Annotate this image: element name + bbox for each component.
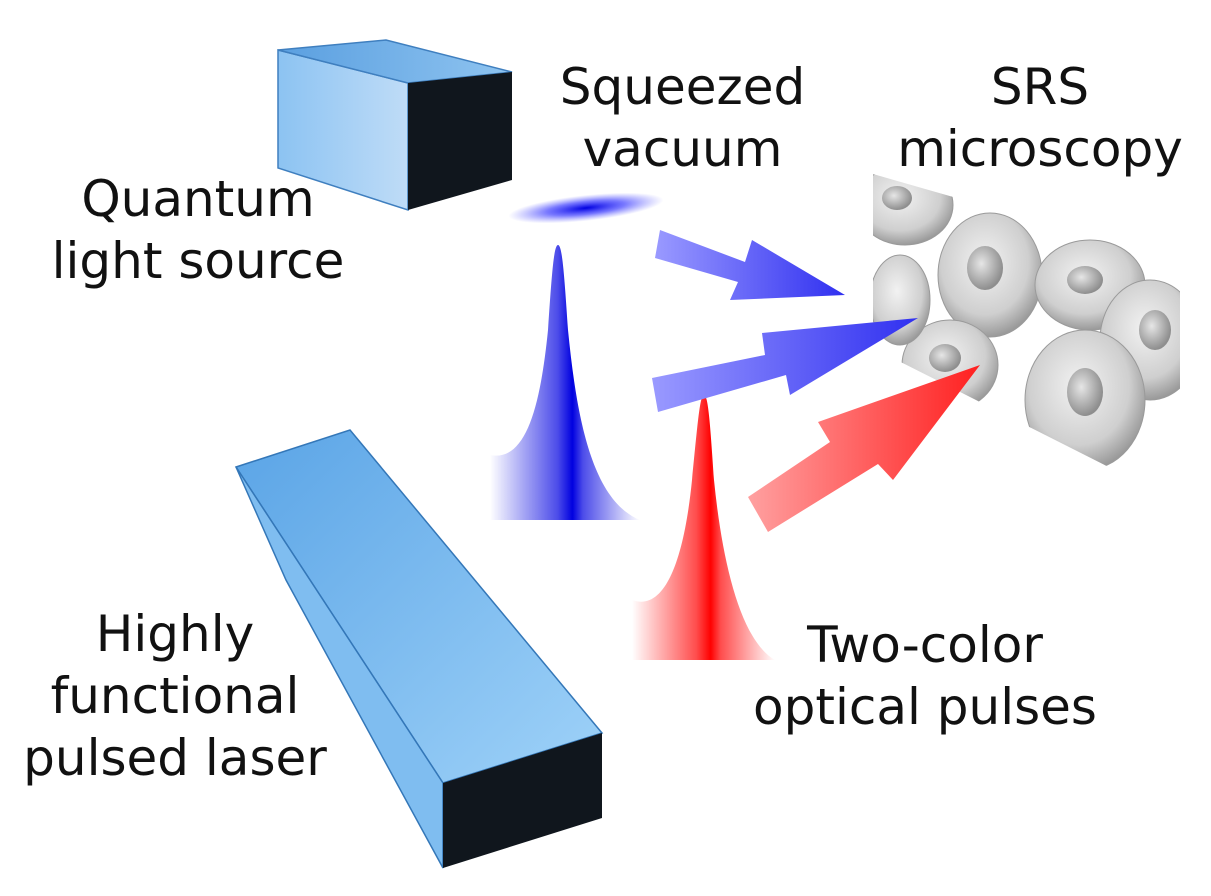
pulsed-laser-box-icon [234, 429, 604, 869]
quantum-source-box-icon [277, 39, 513, 212]
quantum-source-label-line1: Quantum [81, 170, 315, 228]
srs-label-line1: SRS [990, 58, 1090, 116]
squeezed-vacuum-icon [508, 192, 664, 224]
srs-label: SRS microscopy [885, 56, 1195, 180]
blue-pulse-icon [490, 245, 640, 520]
two-color-label-line2: optical pulses [753, 678, 1097, 736]
two-color-label: Two-color optical pulses [745, 614, 1105, 738]
squeezed-vacuum-label-line2: vacuum [582, 120, 783, 178]
squeezed-vacuum-label-line1: Squeezed [559, 58, 806, 116]
pulsed-laser-label-line3: pulsed laser [23, 729, 327, 787]
pulsed-laser-label-line2: functional [50, 667, 300, 725]
pulsed-laser-label-line1: Highly [95, 605, 255, 663]
quantum-source-label-line2: light source [51, 232, 345, 290]
squeezed-vacuum-label: Squeezed vacuum [540, 56, 825, 180]
pulsed-laser-label: Highly functional pulsed laser [10, 603, 340, 789]
two-color-label-line1: Two-color [807, 616, 1043, 674]
srs-cell-image-icon [873, 174, 1180, 503]
quantum-source-label: Quantum light source [48, 168, 348, 292]
red-arrow-icon [748, 365, 980, 532]
blue-arrow-upper-icon [655, 230, 845, 300]
srs-label-line2: microscopy [897, 120, 1183, 178]
blue-arrow-lower-icon [652, 318, 918, 412]
red-pulse-icon [632, 395, 775, 660]
